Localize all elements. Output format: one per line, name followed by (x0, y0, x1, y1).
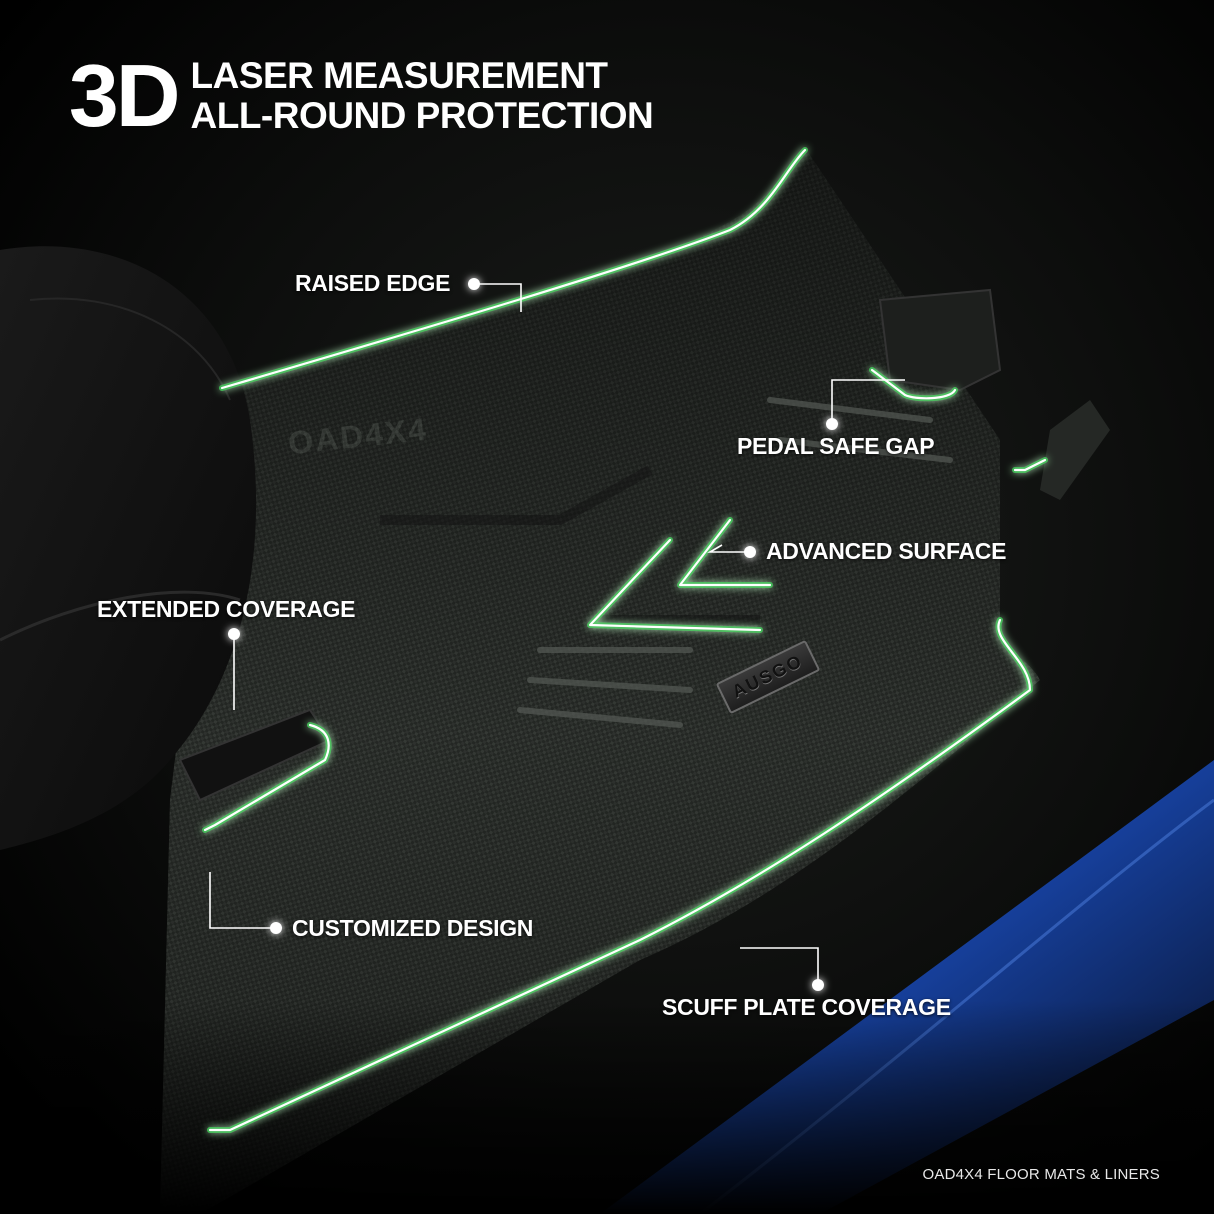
raised-edge-dot (468, 278, 480, 290)
footer-brand-text: OAD4X4 FLOOR MATS & LINERS (922, 1166, 1160, 1183)
callout-connectors (209, 283, 905, 985)
brake-pedal (878, 288, 1002, 392)
headline-line-1: LASER MEASUREMENT (190, 55, 609, 96)
scuff-plate-connector (740, 947, 819, 985)
scuff-plate-dot (812, 979, 824, 991)
advanced-surface-connector (707, 544, 750, 553)
callout-pedal-safe-gap: PEDAL SAFE GAP (737, 433, 935, 459)
callout-advanced-surface: ADVANCED SURFACE (766, 538, 1007, 564)
headline-line-2: ALL-ROUND PROTECTION (190, 95, 654, 136)
customized-design-dot (270, 922, 282, 934)
customized-design-connector (209, 872, 276, 929)
headline-text: LASER MEASUREMENT ALL-ROUND PROTECTION (191, 56, 654, 136)
glow-outline-lines (202, 147, 1048, 1133)
pedal-safe-gap-connector (831, 379, 905, 424)
accelerator-pedal (1040, 400, 1110, 500)
headline: 3D LASER MEASUREMENT ALL-ROUND PROTECTIO… (68, 46, 654, 145)
pedal-safe-gap-dot (826, 418, 838, 430)
callout-scuff-plate-coverage: SCUFF PLATE COVERAGE (662, 994, 951, 1020)
callout-dots (228, 278, 838, 991)
callout-customized-design: CUSTOMIZED DESIGN (292, 915, 534, 941)
extended-coverage-dot (228, 628, 240, 640)
callout-extended-coverage: EXTENDED COVERAGE (97, 596, 356, 622)
advanced-surface-dot (744, 546, 756, 558)
car-seat (0, 246, 257, 851)
headline-3d: 3D (68, 46, 181, 145)
raised-edge-connector (474, 283, 522, 312)
callout-raised-edge: RAISED EDGE (295, 270, 451, 296)
